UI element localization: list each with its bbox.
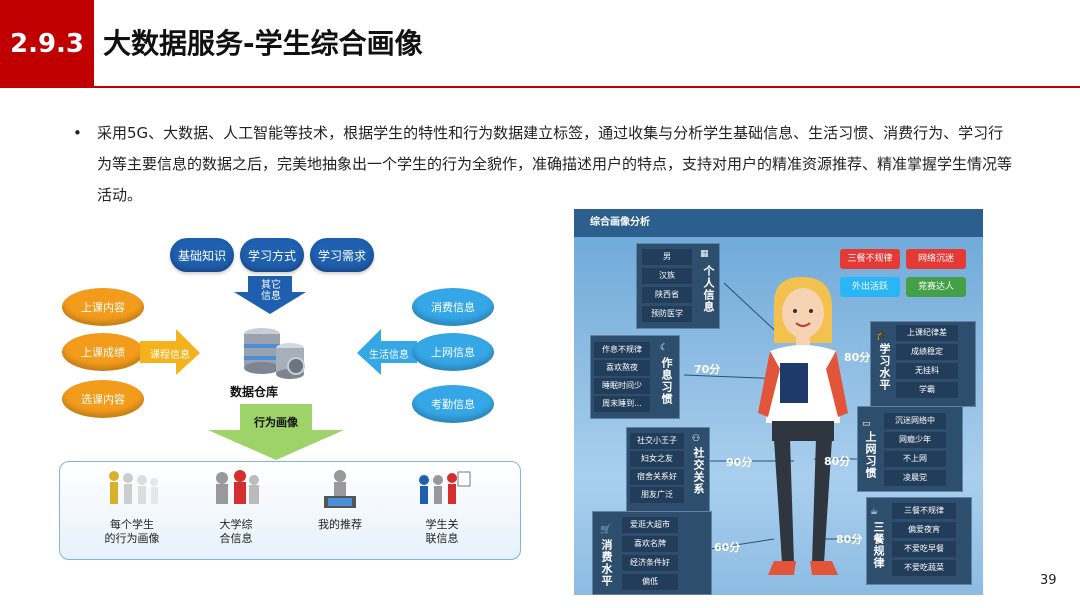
meals-item: 不爱吃蔬菜 [892,560,956,576]
internet-item: 沉迷网络中 [884,413,946,429]
consumption-score: 60分 [714,541,741,554]
schedule-title: 作息习惯 [660,357,673,405]
pill-learning-method: 学习方式 [240,238,304,272]
social-item: 社交小王子 [630,433,684,449]
moon-icon: ☾ [660,343,669,353]
people-icon: ⚇ [692,434,701,444]
bullet-text: 采用5G、大数据、人工智能等技术，根据学生的特性和行为数据建立标签，通过收集与分… [97,124,1013,204]
pill-basic-knowledge: 基础知识 [170,238,234,272]
bottom-item-behavior-portrait: 每个学生 的行为画像 [82,466,182,546]
consumption-item: 经济条件好 [622,555,678,571]
social-title: 社交关系 [692,447,705,495]
bottom-panel [59,461,521,560]
internet-title: 上网习惯 [864,431,877,479]
social-item: 妇女之友 [630,451,684,467]
consumption-title: 消费水平 [600,539,613,587]
meals-item: 不爱吃早餐 [892,541,956,557]
consumption-item: 爱逛大超市 [622,517,678,533]
bottom-item-label-line2: 的行为画像 [104,532,160,545]
big-down-arrow-icon [208,404,344,460]
schedule-item: 睡眠时间少 [594,378,650,394]
portrait-panel: 综合画像分析 男 汉族 陕西省 预防医学 ▦ 个人信息 作息不规律 喜欢熬夜 睡… [574,209,983,595]
right-arrow-label: 生活信息 [369,350,409,361]
social-score: 90分 [726,456,753,469]
bullet-marker: • [73,124,82,142]
consumption-item: 偏低 [622,574,678,590]
bottom-item-label-line1: 我的推荐 [318,518,362,531]
study-score: 80分 [844,351,871,364]
social-item: 朋友广泛 [630,487,684,503]
bottom-item-college-info: 大学综 合信息 [186,466,286,546]
portrait-panel-title: 综合画像分析 [574,209,983,237]
tag-irregular-meals: 三餐不规律 [840,249,900,269]
personal-item: 陕西省 [642,287,692,303]
oval-class-content: 上课内容 [62,288,144,326]
schedule-item: 喜欢熬夜 [594,360,650,376]
monitor-icon: ▭ [862,419,871,429]
left-arrow-label: 课程信息 [150,350,190,361]
bottom-item-label-line2: 合信息 [219,532,253,545]
person-computer-icon [324,470,356,508]
schedule-score: 70分 [694,363,721,376]
consumption-item: 喜欢名牌 [622,536,678,552]
tag-outdoor-active: 外出活跃 [840,277,900,297]
oval-course-selection: 选课内容 [62,380,144,418]
food-icon: ☕ [870,507,879,517]
bottom-item-my-recommendation: 我的推荐 [290,466,390,532]
id-card-icon: ▦ [700,249,709,259]
schedule-item: 周末睡到... [594,396,650,412]
bottom-item-label-line1: 每个学生 [110,518,154,531]
pill-learning-needs: 学习需求 [310,238,374,272]
header-divider [94,86,1080,88]
bottom-item-label-line1: 大学综 [219,518,253,531]
personal-item: 男 [642,249,692,265]
people-presentation-icon [419,471,471,504]
right-arrow-icon [140,329,200,375]
study-item: 无挂科 [896,363,958,379]
internet-item: 不上网 [884,451,946,467]
database-icon [244,328,305,379]
tag-competition-expert: 竞赛达人 [906,277,966,297]
personal-info-title: 个人信息 [702,265,715,313]
left-arrow-icon [357,329,417,375]
data-warehouse-label: 数据仓库 [229,385,278,399]
internet-item: 网瘾少年 [884,432,946,448]
oval-consumption-info: 消费信息 [412,288,494,326]
study-item: 学霸 [896,382,958,398]
bottom-item-label-line1: 学生关 [425,518,459,531]
section-number: 2.9.3 [0,0,94,88]
top-arrow-label: 其它 信息 [261,280,281,302]
meals-title: 三餐规律 [872,521,885,569]
oval-attendance-info: 考勤信息 [412,385,494,423]
bottom-item-label-line2: 联信息 [425,532,459,545]
people-group-icon [109,471,158,504]
oval-internet-info: 上网信息 [412,333,494,371]
shopping-cart-icon: 🛒 [600,525,612,535]
page-title: 大数据服务-学生综合画像 [103,27,423,60]
bullet-paragraph: • 采用5G、大数据、人工智能等技术，根据学生的特性和行为数据建立标签，通过收集… [73,118,1018,211]
personal-item: 预防医学 [642,306,692,322]
page-number: 39 [1040,573,1057,588]
study-item: 上课纪律差 [896,325,958,341]
down-arrow-icon [234,276,306,314]
internet-item: 凌晨党 [884,470,946,486]
personal-item: 汉族 [642,268,692,284]
social-item: 宿舍关系好 [630,469,684,485]
oval-class-grades: 上课成绩 [62,333,144,371]
bottom-item-student-relations: 学生关 联信息 [392,466,492,546]
graduation-cap-icon: 🎓 [876,331,888,341]
people-red-icon [216,470,259,504]
student-avatar [758,277,848,575]
tag-internet-addiction: 网络沉迷 [906,249,966,269]
schedule-item: 作息不规律 [594,342,650,358]
meals-item: 三餐不规律 [892,503,956,519]
meals-score: 80分 [836,533,863,546]
internet-score: 80分 [824,455,851,468]
study-item: 成绩稳定 [896,344,958,360]
meals-item: 偏爱夜宵 [892,522,956,538]
study-title: 学习水平 [878,343,891,391]
down-arrow-label: 行为画像 [254,416,298,429]
